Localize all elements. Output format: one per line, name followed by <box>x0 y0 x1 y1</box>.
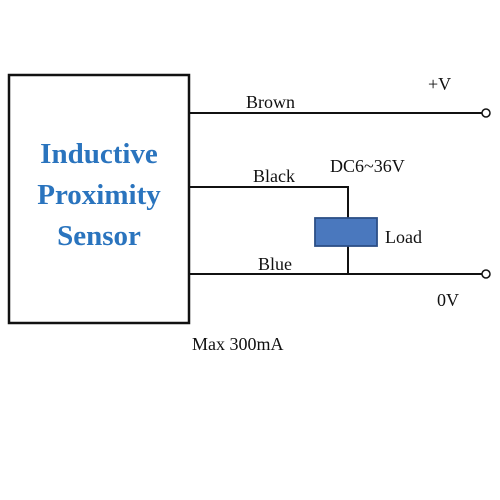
load-element <box>314 217 378 247</box>
sensor-title-line-2: Proximity <box>37 179 161 211</box>
positive-terminal-label: +V <box>428 74 451 94</box>
brown-wire-label: Brown <box>246 92 295 112</box>
black-wire <box>189 186 349 218</box>
max-current-label: Max 300mA <box>192 334 284 354</box>
ground-terminal <box>481 269 491 279</box>
positive-terminal <box>481 108 491 118</box>
black-wire-label: Black <box>253 166 295 186</box>
sensor-box <box>7 73 191 325</box>
sensor-title-line-1: Inductive <box>40 138 158 170</box>
sensor-title-line-3: Sensor <box>57 220 141 252</box>
ground-terminal-label: 0V <box>437 290 459 310</box>
load-label: Load <box>385 227 422 247</box>
blue-wire-label: Blue <box>258 254 292 274</box>
supply-voltage-label: DC6~36V <box>330 156 405 176</box>
